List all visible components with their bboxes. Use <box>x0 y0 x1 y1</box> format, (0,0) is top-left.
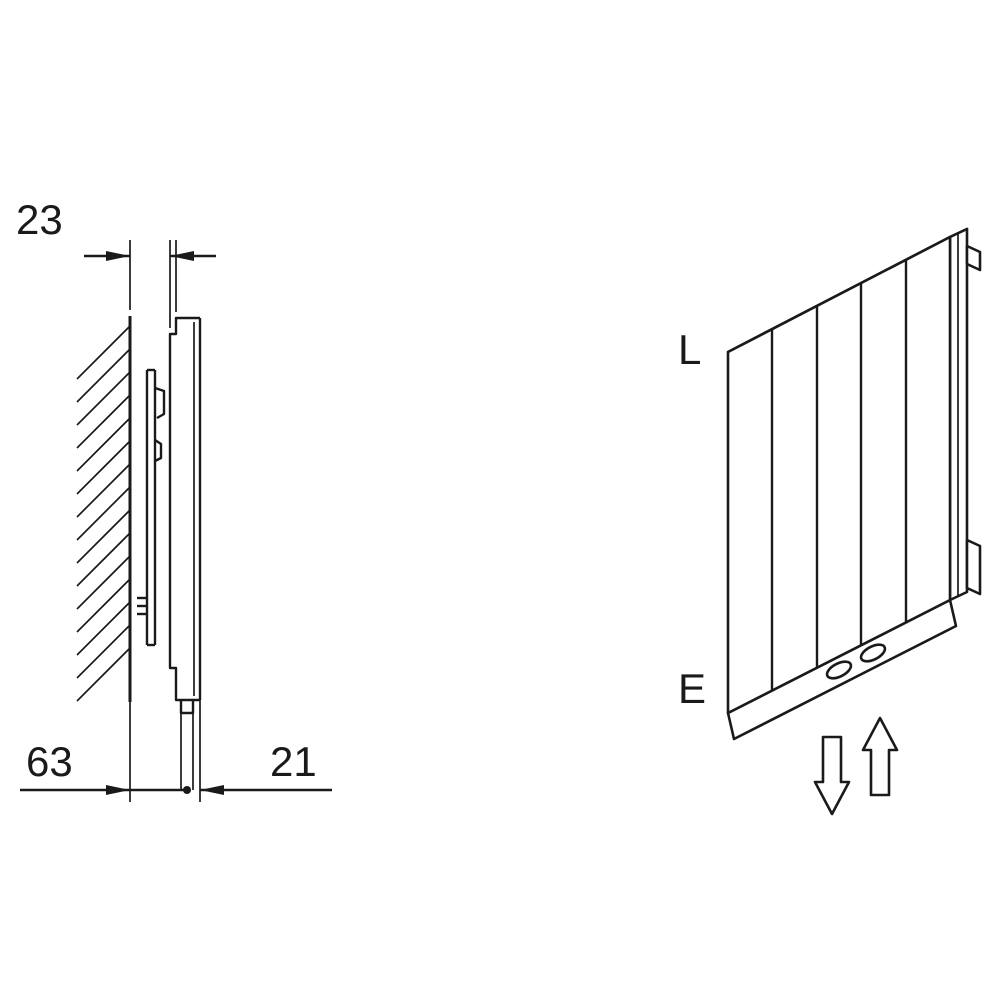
front-face <box>726 235 952 715</box>
flow-arrow-up <box>861 716 899 797</box>
slat-lines <box>770 260 908 691</box>
wall-hatching <box>76 325 131 702</box>
bracket-hook-top <box>154 386 166 420</box>
dim-arrowhead <box>170 251 194 261</box>
iso-view: L E <box>678 227 982 816</box>
radiator-side-profile <box>168 316 202 715</box>
valve-stub <box>179 700 195 715</box>
dim-arrowhead <box>200 785 224 795</box>
connection-port <box>859 643 887 663</box>
connection-ports <box>825 643 887 680</box>
dimension-63-21: 63 21 <box>20 700 332 802</box>
bracket-hook-mid <box>154 439 163 463</box>
dim-arrowhead <box>106 785 130 795</box>
label-connection-L: L <box>678 326 701 373</box>
dim-label-21: 21 <box>270 738 317 785</box>
connection-port <box>825 660 853 680</box>
bracket-tab-bottom <box>965 538 982 596</box>
dim-label-23: 23 <box>16 196 63 243</box>
mounting-bracket <box>137 368 166 647</box>
dimension-23: 23 <box>16 196 216 328</box>
dim-label-63: 63 <box>26 738 73 785</box>
label-connection-E: E <box>678 665 706 712</box>
dim-point <box>183 786 191 794</box>
bracket-tab-top <box>965 244 982 272</box>
dim-arrowhead <box>106 251 130 261</box>
flow-arrow-down <box>813 735 851 816</box>
side-view: 23 63 21 <box>16 196 332 802</box>
radiator-iso <box>726 227 982 816</box>
